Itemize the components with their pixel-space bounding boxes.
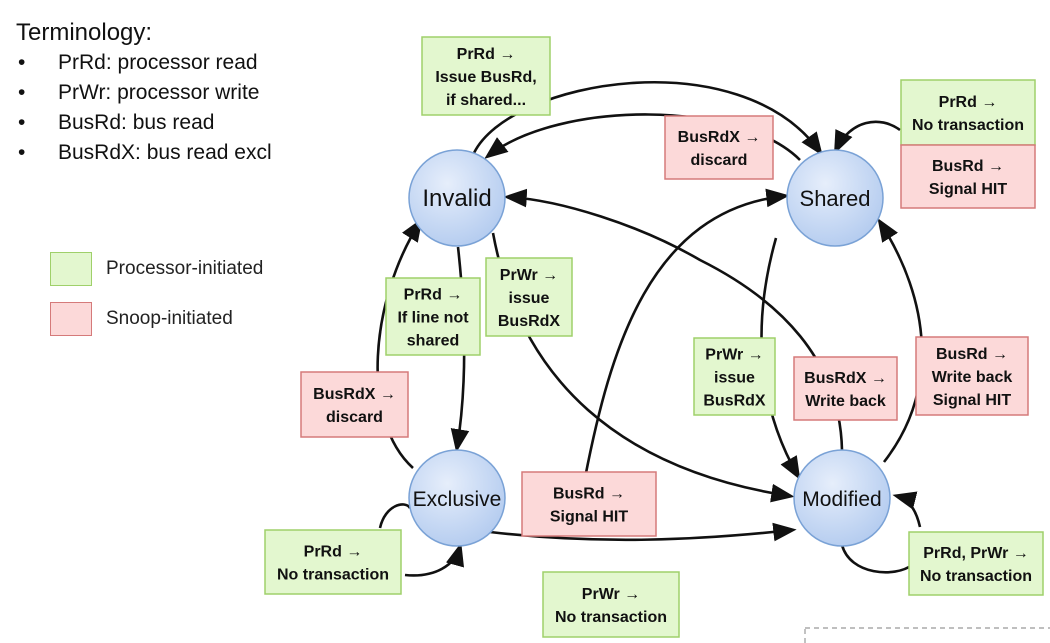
transition-box-line: BusRdX →	[313, 386, 396, 403]
transition-box-m-busrdx-write-back: BusRdX → Write back	[793, 356, 898, 421]
transition-box-line: issue	[714, 370, 755, 387]
edge-modified-self-loop	[840, 496, 922, 574]
transition-box-background	[521, 471, 657, 537]
state-invalid: Invalid	[408, 149, 506, 247]
transition-box-line: PrRd →	[404, 287, 463, 304]
transition-box-line: if shared...	[446, 92, 526, 109]
legend-processor: Processor-initiated	[50, 252, 263, 286]
state-exclusive-label: Exclusive	[413, 488, 502, 511]
edge-shared-self-loop	[834, 120, 901, 155]
dashed-frame-edge	[804, 627, 1050, 643]
terminology-item-text: PrWr: processor write	[58, 81, 260, 104]
transition-box-background	[264, 529, 402, 595]
transition-box-line: BusRd →	[932, 158, 1004, 175]
terminology-item: •BusRd: bus read	[18, 111, 215, 134]
state-invalid-label: Invalid	[422, 185, 491, 212]
transition-box-line: Write back	[932, 369, 1013, 386]
transition-box-background	[793, 356, 898, 421]
transition-box-line: PrWr →	[582, 586, 640, 603]
transition-box-line: Issue BusRd,	[435, 69, 536, 86]
transition-box-line: BusRdX →	[804, 370, 887, 387]
transition-box-background	[542, 571, 680, 638]
edge-invalid-to-shared-prrd	[472, 81, 823, 156]
transition-box-line: PrWr →	[705, 347, 763, 364]
transition-box-e-busrd-signal-hit: BusRd → Signal HIT	[521, 471, 657, 537]
transition-box-line: BusRdX →	[678, 129, 761, 146]
state-shared: Shared	[786, 149, 884, 247]
state-modified-label: Modified	[802, 488, 881, 511]
legend-snoop-label: Snoop-initiated	[106, 308, 233, 329]
transition-box-line: Signal HIT	[929, 181, 1007, 198]
edge-exclusive-to-invalid-busrdx	[376, 218, 423, 469]
transition-box-e-busrdx-discard: BusRdX → discard	[300, 371, 409, 438]
terminology-title: Terminology:	[16, 19, 153, 46]
transition-box-line: PrWr →	[500, 267, 558, 284]
transition-box-line: Signal HIT	[550, 509, 628, 526]
transition-box-line: BusRd →	[936, 346, 1008, 363]
transition-box-line: Signal HIT	[933, 392, 1011, 409]
state-nodes: Invalid Shared Exclusive Modified	[408, 149, 891, 547]
transition-box-line: PrRd, PrWr →	[923, 545, 1029, 562]
transition-box-line: issue	[509, 290, 550, 307]
transition-box-background	[908, 531, 1044, 596]
legend-snoop-swatch	[50, 302, 92, 336]
legend-processor-label: Processor-initiated	[106, 258, 264, 279]
transition-box-background	[385, 277, 481, 356]
transition-box-i-prrd-issue-busrd: PrRd → Issue BusRd, if shared...	[421, 36, 551, 116]
terminology-item: •PrRd: processor read	[18, 51, 258, 74]
transition-box-line: discard	[326, 409, 383, 426]
transition-box-line: No transaction	[277, 567, 389, 584]
state-modified: Modified	[793, 449, 891, 547]
transition-box-line: PrRd →	[939, 94, 998, 111]
transition-box-m-prrd-prwr-no-transaction: PrRd, PrWr → No transaction	[908, 531, 1044, 596]
edge-exclusive-self-loop	[378, 503, 460, 577]
terminology-item: •PrWr: processor write	[18, 81, 260, 104]
transition-box-line: No transaction	[555, 609, 667, 626]
transition-box-line: No transaction	[920, 568, 1032, 585]
transition-box-line: shared	[407, 333, 459, 350]
legend-snoop: Snoop-initiated	[50, 302, 233, 336]
transition-box-line: Write back	[805, 393, 886, 410]
edge-exclusive-to-shared-busrd	[583, 188, 790, 479]
terminology-item-text: PrRd: processor read	[58, 51, 258, 74]
state-exclusive: Exclusive	[408, 449, 506, 547]
transition-box-line: PrRd →	[304, 544, 363, 561]
transition-box-background	[421, 36, 551, 116]
terminology-item-text: BusRdX: bus read excl	[58, 141, 272, 164]
transition-box-s-prrd-no-transaction: PrRd → No transaction	[900, 79, 1036, 146]
terminology-list: •PrRd: processor read •PrWr: processor w…	[16, 48, 272, 168]
transition-box-e-prwr-no-transaction: PrWr → No transaction	[542, 571, 680, 638]
transition-box-background	[900, 79, 1036, 146]
transition-box-line: If line not	[397, 310, 469, 327]
transition-box-background	[915, 336, 1029, 416]
transition-box-background	[900, 144, 1036, 209]
transition-box-line: BusRdX	[498, 313, 561, 330]
state-shared-label: Shared	[800, 186, 871, 211]
terminology-item: •BusRdX: bus read excl	[18, 141, 272, 164]
legend-processor-swatch	[50, 252, 92, 286]
transition-box-i-prrd-if-line-not-shared: PrRd → If line not shared	[385, 277, 481, 356]
transition-labels: PrRd → Issue BusRd, if shared... BusRdX → di…	[264, 36, 1044, 638]
transition-box-line: BusRdX	[703, 393, 766, 410]
transition-box-background	[664, 115, 774, 180]
transition-box-line: discard	[691, 152, 748, 169]
transition-box-background	[300, 371, 409, 438]
terminology-item-text: BusRd: bus read	[58, 111, 215, 134]
transition-box-s-busrd-signal-hit: BusRd → Signal HIT	[900, 144, 1036, 209]
transition-box-e-prrd-no-transaction: PrRd → No transaction	[264, 529, 402, 595]
transition-box-s-busrdx-discard: BusRdX → discard	[664, 115, 774, 180]
transition-box-background	[693, 337, 776, 416]
transition-box-line: No transaction	[912, 117, 1024, 134]
transition-box-background	[485, 257, 573, 337]
terminology-panel: Terminology: •PrRd: processor read •PrWr…	[16, 18, 272, 168]
transition-box-line: PrRd →	[457, 46, 516, 63]
transition-box-line: BusRd →	[553, 486, 625, 503]
